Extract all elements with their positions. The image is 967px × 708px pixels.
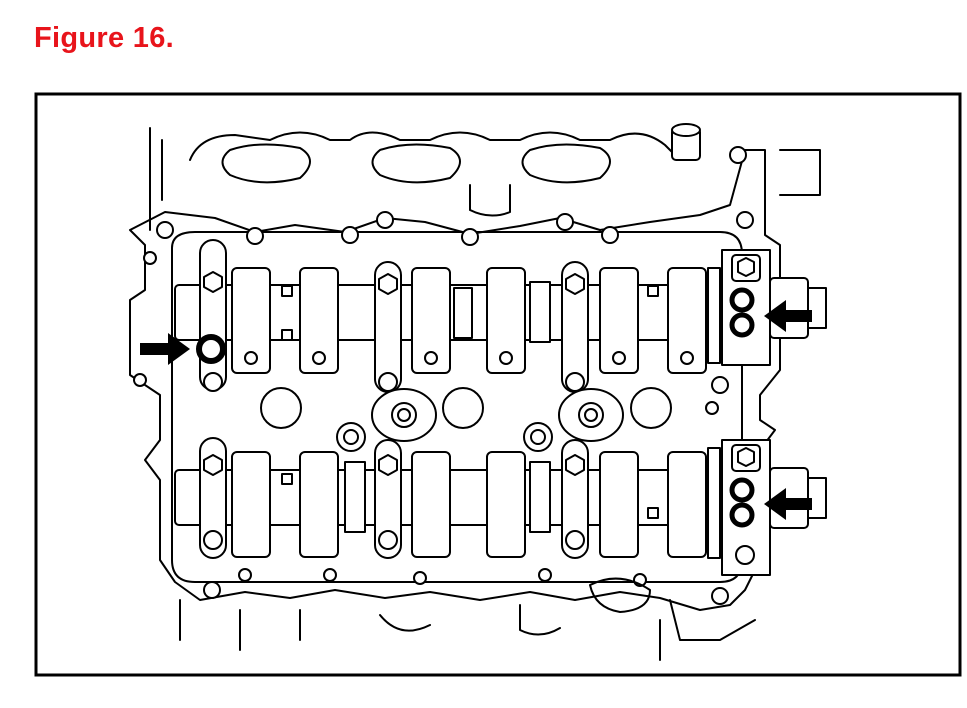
- diagram-frame: [34, 92, 962, 677]
- oil-seal: [196, 334, 226, 364]
- exhaust-side: [179, 577, 756, 661]
- camshaft-upper: [174, 267, 721, 374]
- arrow-right-lower-bolts: [764, 488, 812, 520]
- perimeter-bolt-holes: [133, 146, 754, 605]
- arrow-right-upper-bolts: [764, 300, 812, 332]
- oil-control-valves: [721, 249, 827, 576]
- figure-title: Figure 16.: [34, 22, 174, 54]
- spark-plug-holes: [260, 387, 672, 452]
- intake-ports: [149, 123, 821, 231]
- arrow-left-oil-seal: [140, 333, 190, 365]
- bearing-cap-bolts: [199, 239, 589, 559]
